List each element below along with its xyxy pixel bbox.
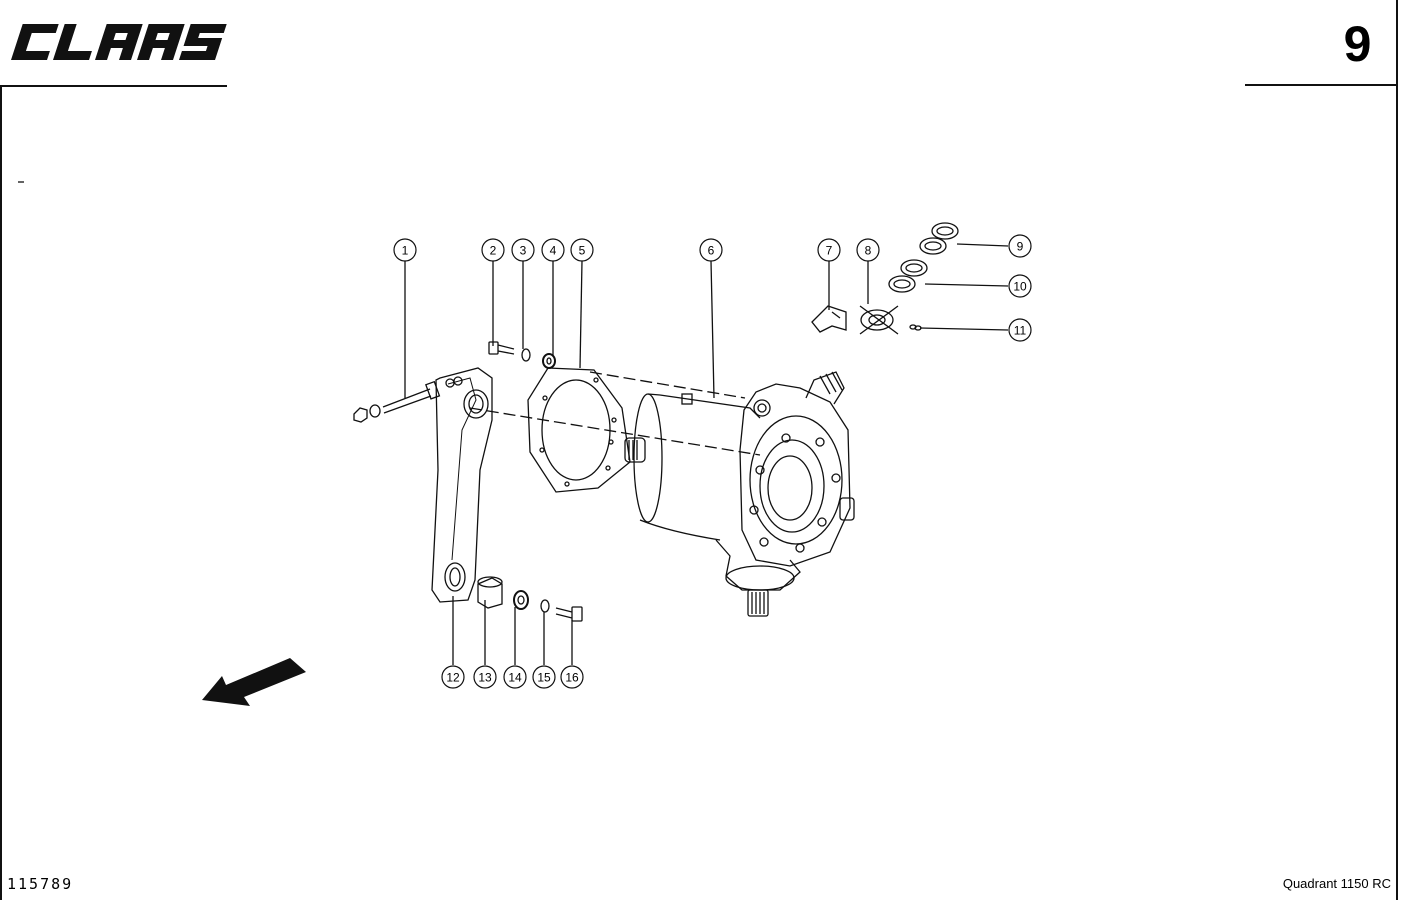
frame-line-top-left [0, 85, 227, 87]
part-washer-3 [521, 348, 531, 362]
frame-line-top-right [1245, 84, 1398, 86]
part-gearbox-housing [624, 371, 855, 617]
callout-number: 5 [579, 244, 586, 258]
callout-number: 1 [402, 244, 409, 258]
callout-circle [541, 238, 565, 262]
callout-circle [1008, 234, 1032, 258]
callout-15: 15 [532, 665, 556, 689]
callout-number: 13 [478, 671, 492, 685]
callout-number: 2 [490, 244, 497, 258]
callout-number: 11 [1014, 324, 1027, 338]
callout-circle [570, 238, 594, 262]
callout-circle [532, 665, 556, 689]
callout-number: 14 [508, 671, 522, 685]
part-bushing [477, 576, 503, 609]
callout-circle [441, 665, 465, 689]
frame-line-left [0, 85, 2, 900]
frame-line-right-top [1396, 0, 1398, 86]
callout-8: 8 [856, 238, 880, 262]
part-small-bolt-16 [555, 606, 583, 622]
callout-11: 11 [1008, 318, 1032, 342]
callout-12: 12 [441, 665, 465, 689]
callout-2: 2 [481, 238, 505, 262]
part-pin [909, 324, 922, 331]
callout-circle [856, 238, 880, 262]
callout-circle [699, 238, 723, 262]
callout-circle [473, 665, 497, 689]
part-washer-15 [540, 599, 550, 613]
callout-6: 6 [699, 238, 723, 262]
part-washer-14 [513, 590, 529, 610]
callout-14: 14 [503, 665, 527, 689]
part-ring-9 [919, 222, 959, 255]
part-bolt-long [353, 380, 441, 423]
callout-circle [511, 238, 535, 262]
callout-number: 7 [826, 244, 833, 258]
callout-number: 10 [1013, 280, 1027, 294]
alignment-axis-upper [589, 371, 746, 399]
callout-circle [1008, 318, 1032, 342]
callout-7: 7 [817, 238, 841, 262]
callout-number: 8 [865, 244, 872, 258]
callout-16: 16 [560, 665, 584, 689]
callout-number: 9 [1017, 240, 1024, 254]
callout-number: 4 [550, 244, 557, 258]
callout-circle [481, 238, 505, 262]
page-number: 9 [1343, 16, 1372, 72]
direction-arrow [202, 658, 306, 706]
callout-1: 1 [393, 238, 417, 262]
callout-number: 15 [537, 671, 551, 685]
alignment-axis [469, 407, 761, 456]
callout-circle [1008, 274, 1032, 298]
callout-number: 6 [708, 244, 715, 258]
callout-13: 13 [473, 665, 497, 689]
callout-circle [503, 665, 527, 689]
part-lever-arm [431, 367, 493, 603]
part-gasket [527, 367, 631, 493]
claas-logo [11, 24, 227, 60]
callout-9: 9 [1008, 234, 1032, 258]
callout-4: 4 [541, 238, 565, 262]
drawing-number: 115789 [7, 875, 74, 893]
callout-number: 3 [520, 244, 527, 258]
frame-line-right [1396, 85, 1398, 900]
callout-number: 16 [565, 671, 579, 685]
model-name: Quadrant 1150 RC [1282, 876, 1391, 891]
part-seal-holder [859, 305, 899, 335]
part-ring-10 [888, 259, 928, 293]
callout-10: 10 [1008, 274, 1032, 298]
leader-lines [404, 243, 1009, 665]
callout-circle [817, 238, 841, 262]
callout-3: 3 [511, 238, 535, 262]
callout-5: 5 [570, 238, 594, 262]
part-bracket [811, 305, 847, 333]
callout-circle [560, 665, 584, 689]
callout-circle [393, 238, 417, 262]
part-small-bolt [488, 341, 515, 355]
callout-number: 12 [446, 671, 460, 685]
